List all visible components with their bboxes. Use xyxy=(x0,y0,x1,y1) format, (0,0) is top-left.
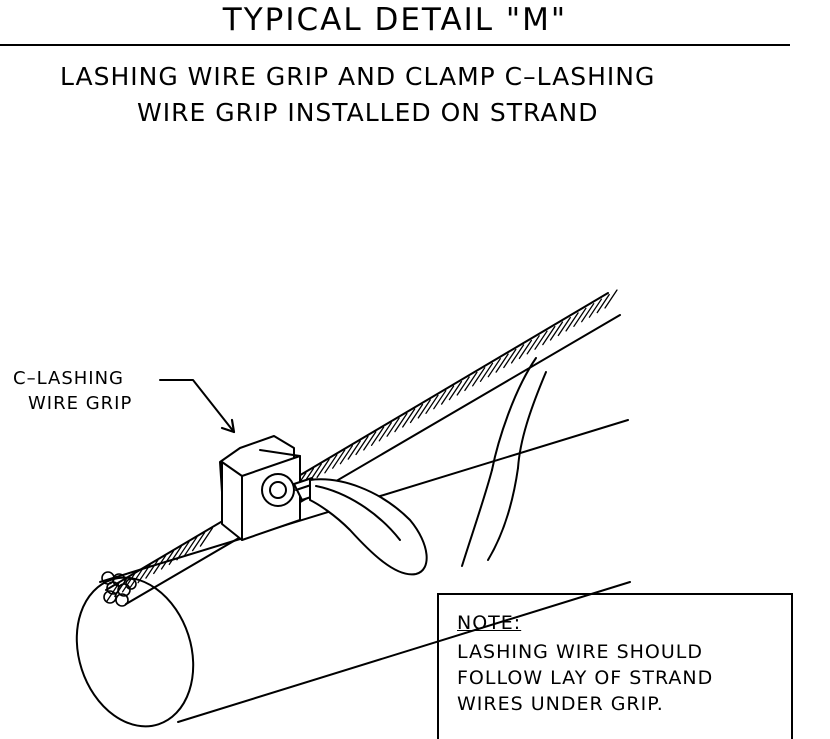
callout-label-line-1: C–LASHING xyxy=(13,368,125,389)
strand-twist-line xyxy=(176,541,190,561)
title-underline xyxy=(0,44,790,46)
strand-twist-line xyxy=(324,454,338,474)
drawing-title: TYPICAL DETAIL "M" xyxy=(222,2,568,38)
strand-twist-lines xyxy=(106,289,618,602)
strand-twist-line xyxy=(518,339,533,360)
strand-twist-line xyxy=(588,298,603,318)
strand-twist-line xyxy=(355,435,369,456)
strand-twist-line xyxy=(394,412,408,433)
strand-twist-line xyxy=(145,559,159,579)
strand-twist-line xyxy=(526,335,540,355)
strand-twist-line xyxy=(121,573,136,593)
strand-twist-line xyxy=(456,376,470,396)
strand-twist-line xyxy=(542,325,556,346)
strand-twist-line xyxy=(557,316,571,337)
note-box xyxy=(437,593,793,739)
strand-twist-line xyxy=(604,289,618,309)
strand-twist-line xyxy=(378,422,392,442)
lashing-wire xyxy=(461,357,547,567)
subtitle-line-1: LASHING WIRE GRIP AND CLAMP C–LASHING xyxy=(60,62,656,91)
strand-twist-line xyxy=(199,527,214,547)
strand-end-wires xyxy=(101,571,137,607)
strand-twist-line xyxy=(153,554,167,575)
strand-twist-line xyxy=(549,321,564,341)
note-line-1: LASHING WIRE SHOULD xyxy=(457,641,704,663)
strand-twist-line xyxy=(565,312,579,332)
note-line-3: WIRES UNDER GRIP. xyxy=(457,693,664,715)
note-title: NOTE: xyxy=(457,612,522,634)
strand-twist-line xyxy=(316,458,330,479)
strand-twist-line xyxy=(417,399,431,419)
subtitle-line-2: WIRE GRIP INSTALLED ON STRAND xyxy=(137,98,599,127)
strand-twist-line xyxy=(160,550,175,570)
strand-twist-line xyxy=(573,307,587,327)
strand-twist-line xyxy=(168,545,182,566)
strand-twist-line xyxy=(425,394,439,414)
callout-label-line-2: WIRE GRIP xyxy=(28,393,133,414)
cable-end-face xyxy=(75,576,195,728)
strand-twist-line xyxy=(495,353,509,373)
strand-twist-line xyxy=(433,390,447,410)
strand-twist-line xyxy=(339,445,354,465)
strand-twist-line xyxy=(503,348,517,369)
strand-twist-line xyxy=(184,536,198,556)
strand-twist-line xyxy=(596,293,610,314)
strand-twist-line xyxy=(129,568,143,588)
callout-leader xyxy=(159,379,236,434)
strand-twist-line xyxy=(464,371,478,392)
strand-twist-line xyxy=(487,358,501,378)
strand-twist-line xyxy=(386,417,400,437)
strand-twist-line xyxy=(363,431,377,451)
strand-twist-line xyxy=(440,385,455,405)
strand-twist-line xyxy=(332,449,346,469)
strand-twist-line xyxy=(347,440,361,460)
note-line-2: FOLLOW LAY OF STRAND xyxy=(457,667,714,689)
strand-twist-line xyxy=(510,344,525,364)
strand-twist-line xyxy=(409,403,424,424)
wing-handle xyxy=(309,478,428,576)
strand-twist-line xyxy=(479,362,494,382)
strand-twist-line xyxy=(137,564,151,584)
strand-twist-line xyxy=(448,380,463,401)
strand-twist-line xyxy=(581,303,595,323)
strand xyxy=(101,289,621,607)
strand-twist-line xyxy=(534,330,548,350)
strand-twist-line xyxy=(402,408,416,428)
strand-twist-line xyxy=(191,531,206,552)
strand-twist-line xyxy=(472,367,486,387)
c-lashing-wire-grip xyxy=(219,435,321,541)
strand-twist-line xyxy=(370,426,385,446)
